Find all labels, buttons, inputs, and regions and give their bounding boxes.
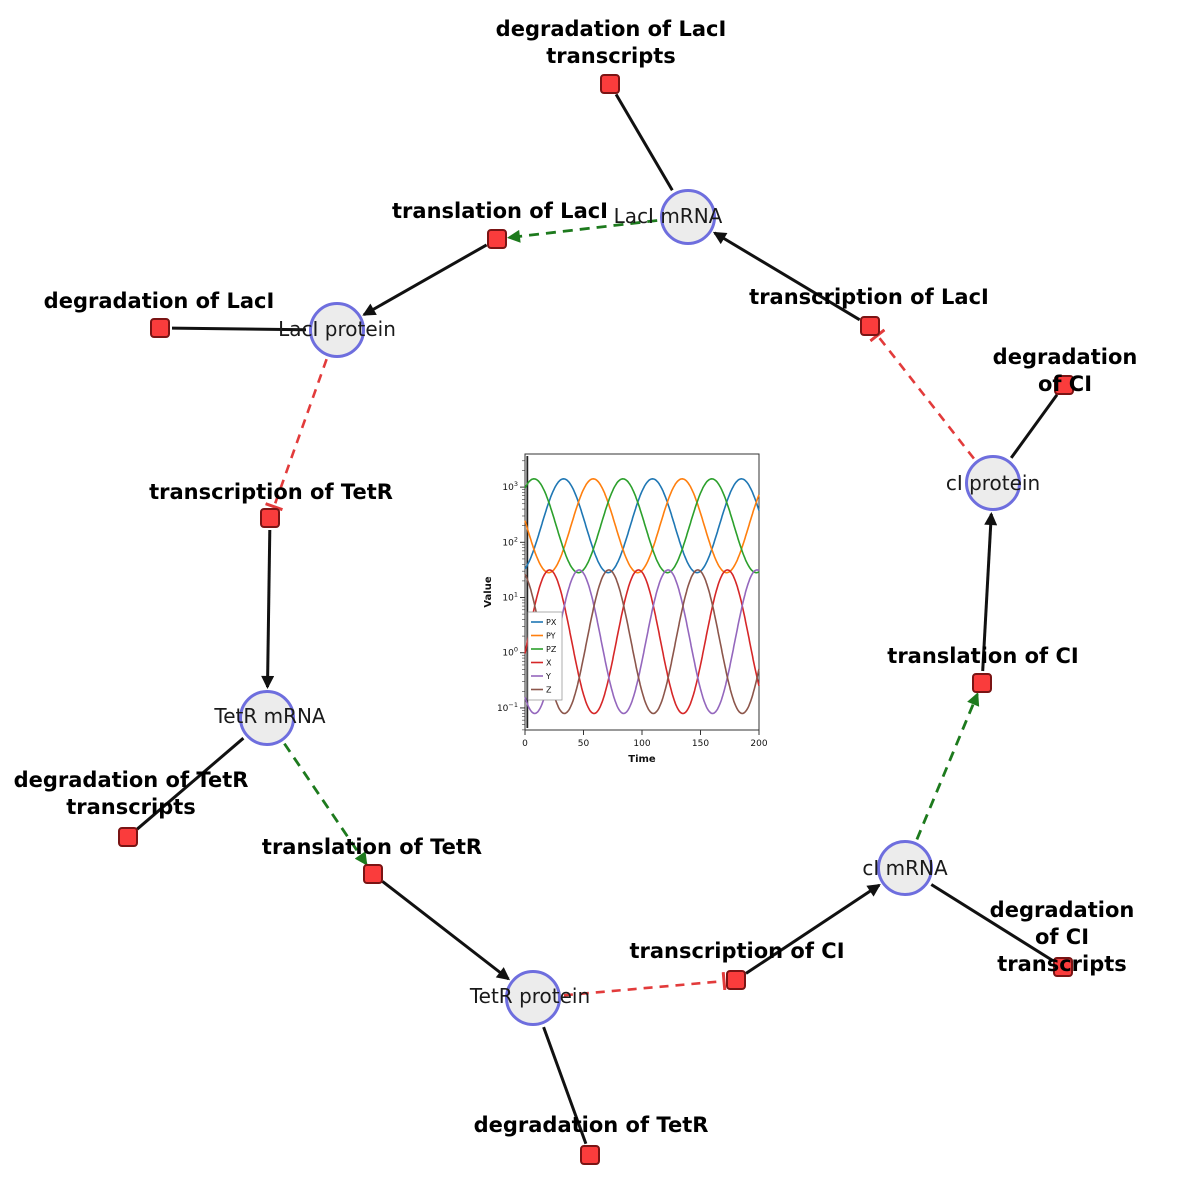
edge-production-transcription-of-tetr-to-tetr-mrna	[261, 529, 275, 689]
reaction-node-translation-of-ci	[972, 673, 992, 693]
reaction-label-transcription-of-tetr: transcription of TetR	[149, 480, 393, 504]
reaction-node-transcription-of-laci	[860, 316, 880, 336]
species-label-laci-mrna: LacI mRNA	[613, 204, 723, 228]
svg-text:50: 50	[578, 739, 590, 749]
svg-text:Value: Value	[483, 576, 494, 607]
svg-text:0: 0	[522, 739, 528, 749]
reaction-label-degradation-of-tetr-transcripts: degradation of TetR transcripts	[13, 768, 249, 819]
reaction-node-transcription-of-tetr	[260, 508, 280, 528]
species-node-ci-protein	[965, 455, 1021, 511]
species-label-ci-protein: cI protein	[945, 471, 1041, 495]
reaction-label-transcription-of-laci: transcription of LacI	[749, 285, 989, 309]
svg-text:X: X	[546, 659, 552, 668]
reaction-node-degradation-of-tetr-transcripts	[118, 827, 138, 847]
species-node-tetr-mrna	[239, 690, 295, 746]
species-label-tetr-mrna: TetR mRNA	[214, 704, 326, 728]
svg-text:Z: Z	[546, 686, 552, 695]
reaction-label-degradation-of-laci-transcripts: degradation of LacI transcripts	[495, 17, 727, 68]
reaction-label-translation-of-ci: translation of CI	[887, 644, 1079, 668]
svg-text:102: 102	[502, 535, 518, 548]
reaction-label-translation-of-tetr: translation of TetR	[261, 835, 483, 859]
species-node-laci-protein	[309, 302, 365, 358]
reaction-label-degradation-of-ci: degradation of CI	[992, 345, 1138, 396]
edge-consumption-ci-protein-to-degradation-of-ci	[1009, 393, 1059, 459]
reaction-node-translation-of-tetr	[363, 864, 383, 884]
species-label-ci-mrna: cI mRNA	[862, 856, 948, 880]
reaction-label-transcription-of-ci: transcription of CI	[629, 939, 845, 963]
svg-text:100: 100	[502, 646, 518, 659]
edge-consumption-laci-mrna-to-degradation-of-laci-transcripts	[614, 93, 674, 191]
edge-production-translation-of-tetr-to-tetr-protein	[381, 880, 511, 981]
species-node-ci-mrna	[877, 840, 933, 896]
svg-text:Y: Y	[545, 672, 551, 681]
reaction-node-degradation-of-ci	[1054, 375, 1074, 395]
reaction-label-translation-of-laci: translation of LacI	[392, 199, 608, 223]
svg-text:PZ: PZ	[546, 645, 557, 654]
svg-text:103: 103	[502, 480, 518, 493]
reaction-node-degradation-of-ci-transcripts	[1053, 957, 1073, 977]
reaction-label-degradation-of-laci: degradation of LacI	[43, 289, 275, 313]
reaction-label-degradation-of-ci-transcripts: degradation of CI transcripts	[989, 898, 1135, 976]
reaction-node-translation-of-laci	[487, 229, 507, 249]
edge-modifier-ci-mrna-to-translation-of-ci	[915, 692, 980, 840]
svg-text:200: 200	[750, 739, 767, 749]
edge-production-translation-of-laci-to-laci-protein	[362, 243, 488, 317]
reaction-node-degradation-of-tetr	[580, 1145, 600, 1165]
svg-text:PY: PY	[546, 632, 556, 641]
svg-text:101: 101	[502, 591, 518, 604]
svg-text:PX: PX	[546, 618, 557, 627]
species-label-laci-protein: LacI protein	[278, 317, 396, 341]
species-label-tetr-protein: TetR protein	[469, 984, 591, 1008]
species-node-laci-mrna	[660, 189, 716, 245]
svg-text:Time: Time	[628, 754, 656, 765]
reaction-label-degradation-of-tetr: degradation of TetR	[473, 1113, 709, 1137]
reaction-node-degradation-of-laci-transcripts	[600, 74, 620, 94]
svg-text:10−1: 10−1	[497, 701, 518, 714]
svg-text:100: 100	[633, 739, 650, 749]
edge-inhibition-ci-protein-to-transcription-of-laci	[869, 328, 975, 460]
species-node-tetr-protein	[505, 970, 561, 1026]
reaction-node-transcription-of-ci	[726, 970, 746, 990]
svg-text:150: 150	[692, 739, 709, 749]
reaction-node-degradation-of-laci	[150, 318, 170, 338]
